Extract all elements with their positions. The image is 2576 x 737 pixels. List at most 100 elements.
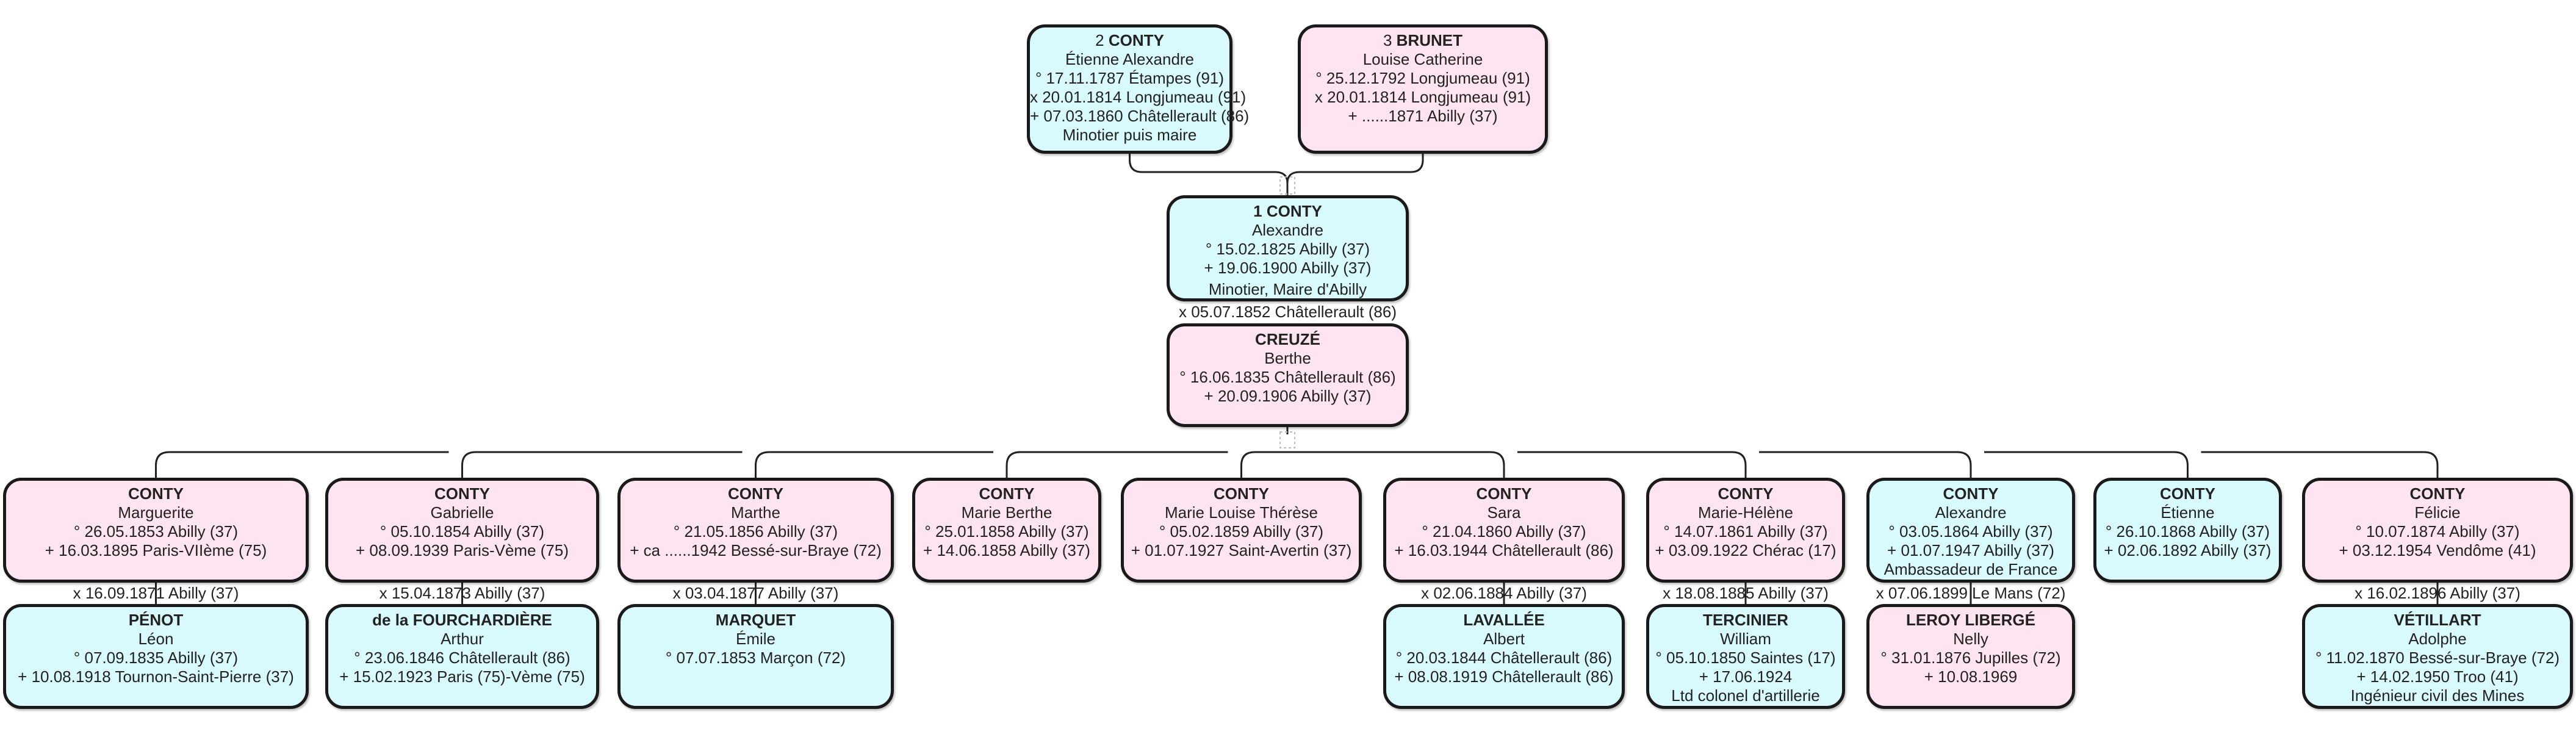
given-name: Étienne Alexandre (1065, 50, 1195, 68)
given-name: Marthe (731, 503, 780, 522)
occupation-line: Minotier puis maire (1062, 126, 1197, 144)
birth-line: ° 17.11.1787 Étampes (91) (1035, 69, 1225, 87)
given-name: Albert (1483, 630, 1525, 648)
death-line: + ......1871 Abilly (37) (1348, 107, 1498, 125)
birth-line: ° 26.05.1853 Abilly (37) (73, 522, 239, 541)
surname: MARQUET (715, 611, 796, 629)
person-box-mother[interactable]: 3 BRUNET Louise Catherine ° 25.12.1792 L… (1298, 24, 1548, 154)
given-name: Arthur (441, 630, 484, 648)
death-line: + 01.07.1927 Saint-Avertin (37) (1131, 541, 1352, 559)
given-name: Alexandre (1251, 221, 1324, 239)
child-connector-8 (2174, 451, 2189, 478)
surname: CONTY (1108, 31, 1164, 49)
birth-line: ° 10.07.1874 Abilly (37) (2355, 522, 2520, 541)
given-name: Marie-Hélène (1697, 503, 1794, 522)
birth-line: ° 21.05.1856 Abilly (37) (673, 522, 838, 541)
parents-junction-marker (1279, 176, 1295, 195)
surname: CONTY (434, 484, 490, 503)
surname: CONTY (128, 484, 184, 503)
given-name: Félicie (2414, 503, 2461, 522)
birth-line: ° 03.05.1864 Abilly (37) (1888, 522, 2053, 541)
birth-line: ° 31.01.1876 Jupilles (72) (1880, 649, 2061, 667)
child-connector-1 (461, 451, 476, 478)
marriage-line: x 20.01.1814 Longjumeau (91) (1030, 88, 1247, 106)
death-line: + 15.02.1923 Paris (75)-Vème (75) (339, 667, 585, 686)
death-line: + ca ......1942 Bessé-sur-Braye (72) (630, 541, 882, 559)
death-line: + 01.07.1947 Abilly (37) (1887, 541, 2054, 559)
surname: CONTY (728, 484, 783, 503)
sosa-number: 3 (1383, 31, 1392, 49)
birth-line: ° 25.01.1858 Abilly (37) (924, 522, 1089, 541)
birth-line: ° 05.02.1859 Abilly (37) (1159, 522, 1324, 541)
birth-line: ° 23.06.1846 Châtellerault (86) (354, 649, 570, 667)
surname: CONTY (1214, 484, 1269, 503)
death-line: + 08.08.1919 Châtellerault (86) (1394, 667, 1614, 686)
child-marriage-label: x 15.04.1873 Abilly (37) (379, 584, 545, 602)
child-connector-5 (1490, 451, 1505, 478)
death-line: + 19.06.1900 Abilly (37) (1204, 259, 1372, 277)
death-line: + 03.09.1922 Chérac (17) (1655, 541, 1837, 559)
given-name: William (1720, 630, 1771, 648)
person-box-root[interactable]: 1 CONTY Alexandre ° 15.02.1825 Abilly (3… (1167, 195, 1409, 301)
surname: CONTY (2409, 484, 2466, 503)
death-line: + 02.06.1892 Abilly (37) (2104, 541, 2272, 559)
given-name: Émile (735, 630, 775, 648)
child-marriage-label: x 16.09.1871 Abilly (37) (73, 584, 239, 602)
surname: CONTY (1943, 484, 1999, 503)
child-marriage-label: x 02.06.1884 Abilly (37) (1421, 584, 1587, 602)
surname: TERCINIER (1702, 611, 1789, 629)
person-box-father[interactable]: 2 CONTY Étienne Alexandre ° 17.11.1787 É… (1027, 24, 1249, 154)
surname: CONTY (1718, 484, 1774, 503)
father-connector (1129, 154, 1289, 195)
death-line: + 20.09.1906 Abilly (37) (1204, 387, 1372, 405)
birth-line: ° 07.07.1853 Marçon (72) (665, 649, 846, 667)
child-marriage-label: x 03.04.1877 Abilly (37) (672, 584, 839, 602)
surname: BRUNET (1396, 31, 1463, 49)
given-name: Léon (138, 630, 174, 648)
birth-line: ° 21.04.1860 Abilly (37) (1422, 522, 1586, 541)
occupation-line: Minotier, Maire d'Abilly (1208, 280, 1367, 298)
sosa-number: 2 (1095, 31, 1104, 49)
death-line: + 03.12.1954 Vendôme (41) (2339, 541, 2536, 559)
birth-line: ° 15.02.1825 Abilly (37) (1205, 240, 1370, 258)
birth-line: ° 16.06.1835 Châtellerault (86) (1179, 368, 1396, 386)
given-name: Nelly (1953, 630, 1988, 648)
given-name: Alexandre (1935, 503, 2007, 522)
occupation-line: Ambassadeur de France (1883, 560, 2058, 578)
surname: CREUZÉ (1255, 330, 1320, 348)
child-connector-6 (1732, 451, 1747, 478)
death-line: + 10.08.1969 (1924, 667, 2018, 686)
occupation-line: Ltd colonel d'artillerie (1671, 686, 1820, 705)
person-box-root-spouse[interactable]: CREUZÉ Berthe ° 16.06.1835 Châtellerault… (1167, 323, 1409, 427)
child-marriage-label: x 18.08.1885 Abilly (37) (1663, 584, 1829, 602)
surname: LAVALLÉE (1463, 611, 1545, 629)
child-marriage-label: x 07.06.1899 Le Mans (72) (1876, 584, 2066, 602)
given-name: Marie Louise Thérèse (1165, 503, 1318, 522)
death-line: + 17.06.1924 (1699, 667, 1793, 686)
birth-line: ° 07.09.1835 Abilly (37) (73, 649, 239, 667)
given-name: Étienne (2160, 503, 2215, 522)
surname: CONTY (1266, 202, 1322, 220)
birth-line: ° 26.10.1868 Abilly (37) (2105, 522, 2270, 541)
birth-line: ° 05.10.1850 Saintes (17) (1655, 649, 1836, 667)
child-connector-2 (755, 451, 769, 478)
death-line: + 16.03.1895 Paris-VIIème (75) (45, 541, 267, 559)
